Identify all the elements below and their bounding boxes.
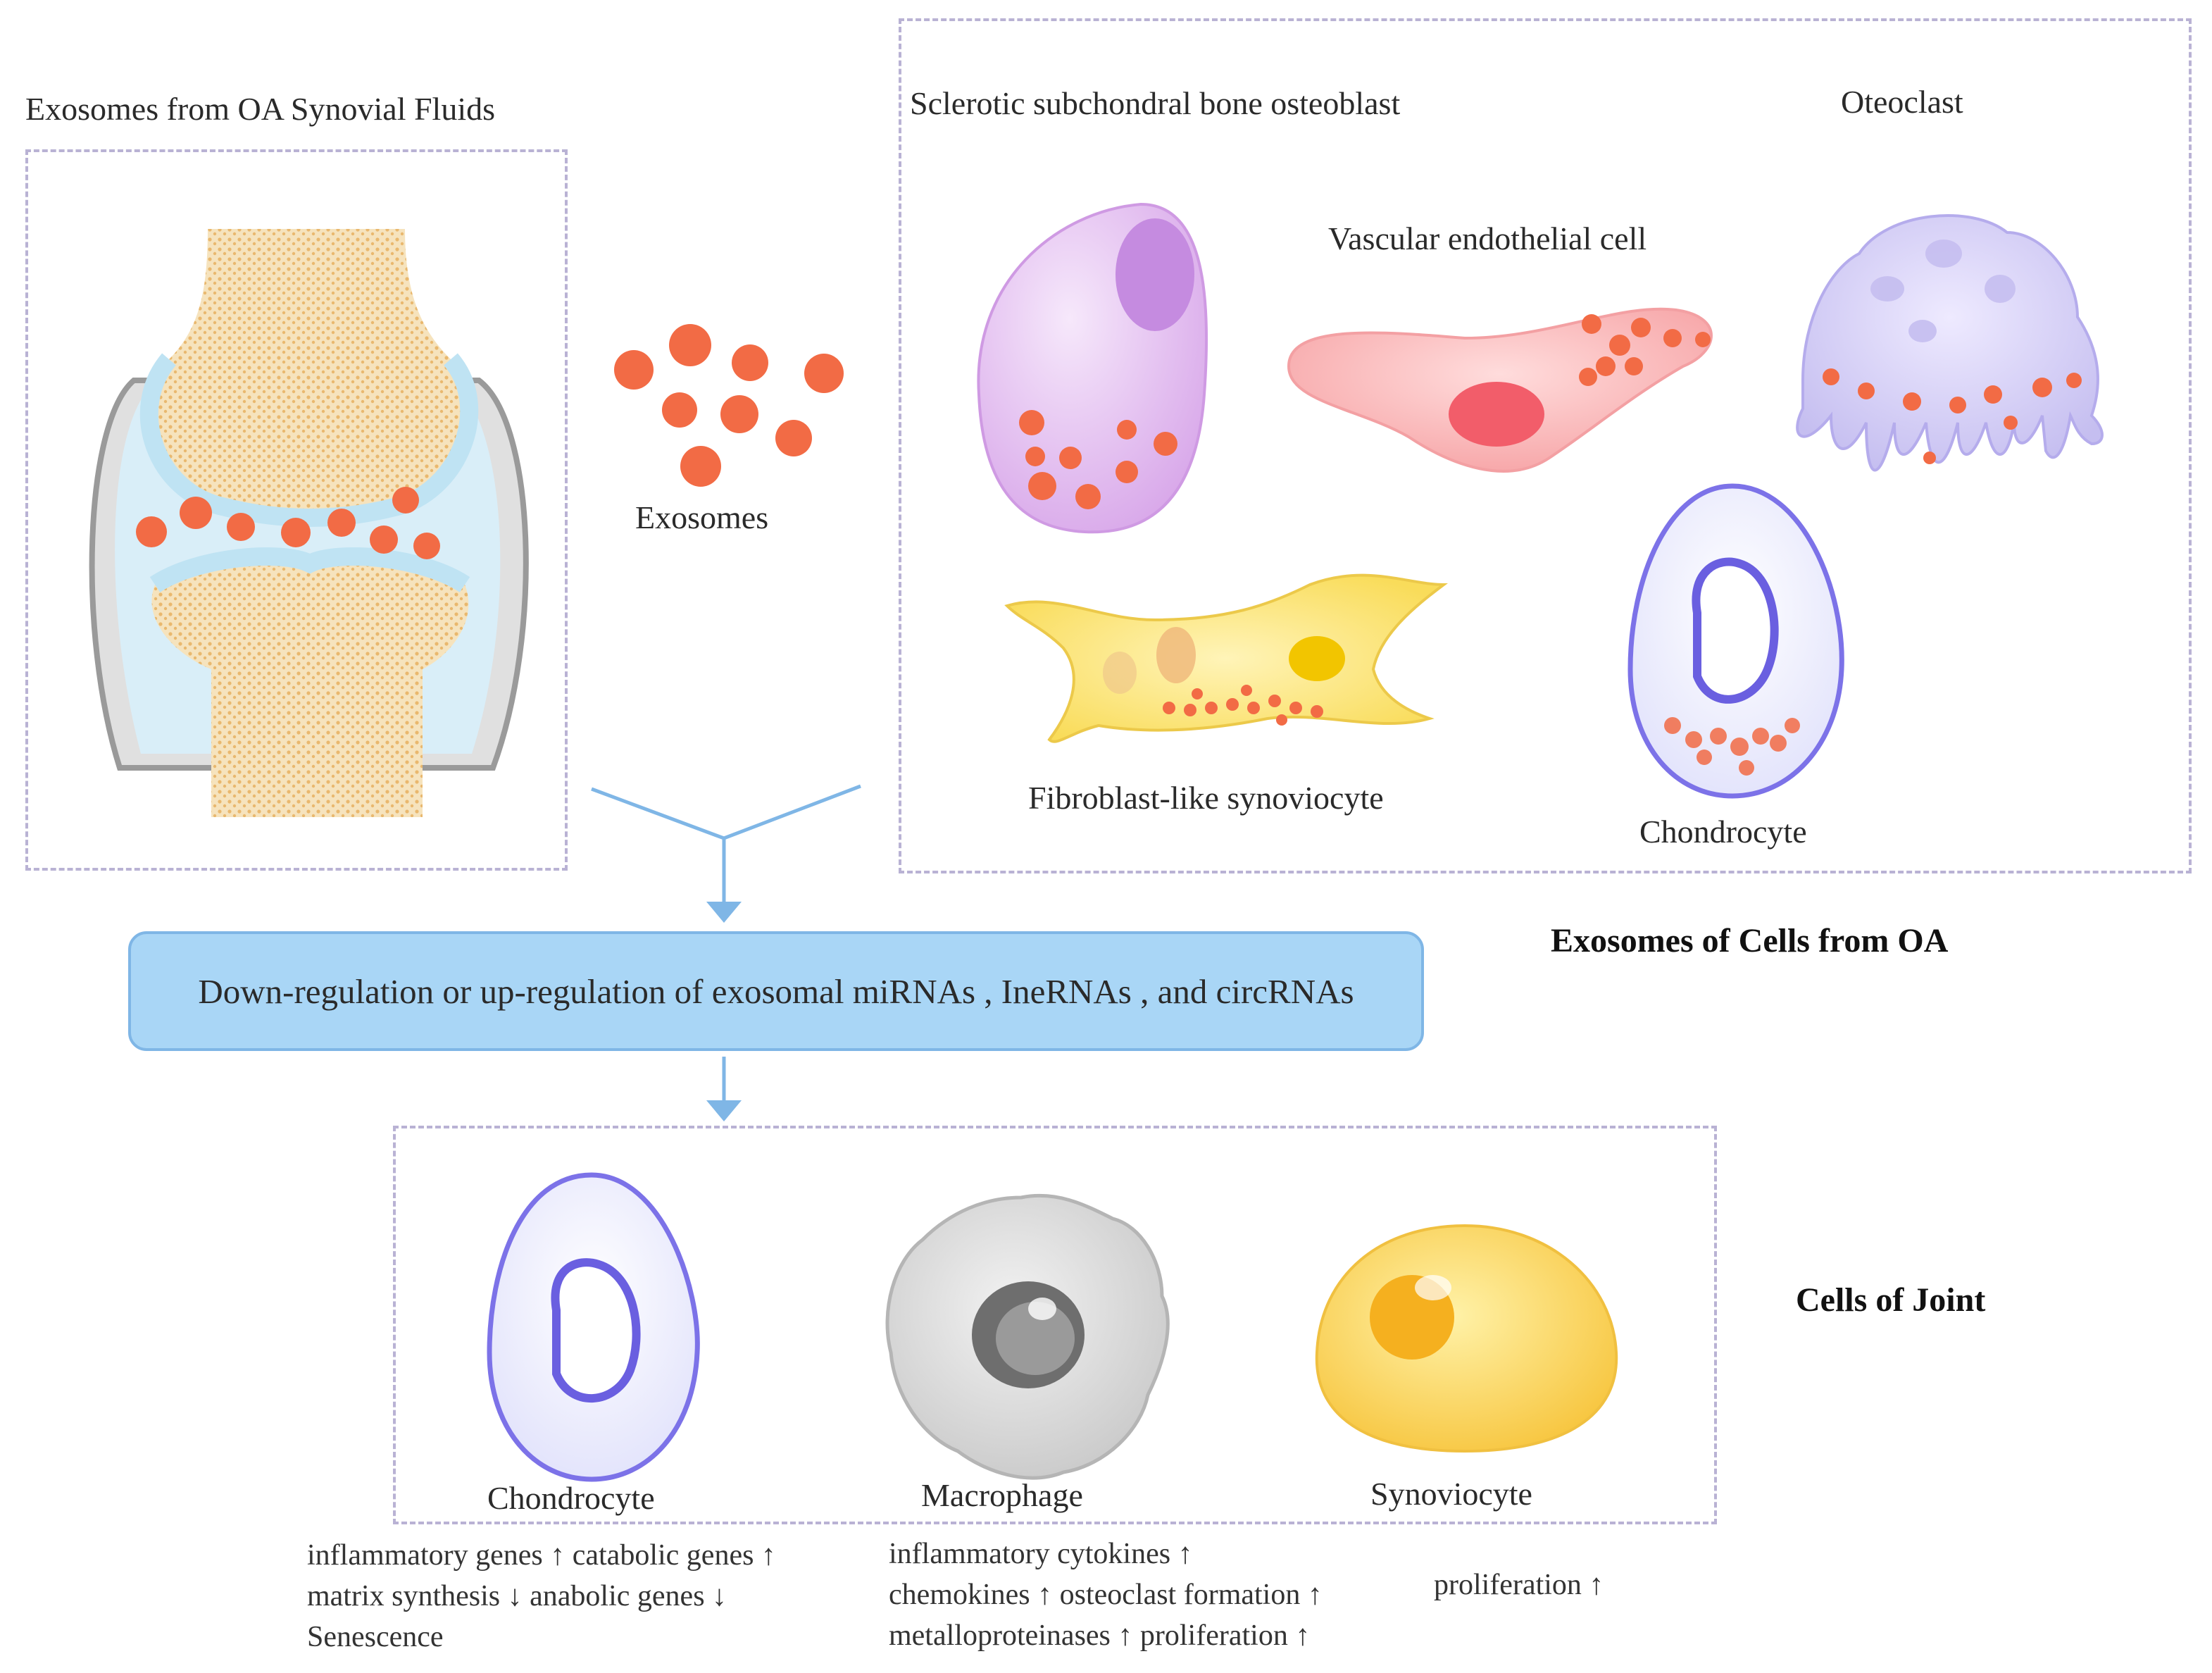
endothelial-label: Vascular endothelial cell: [1328, 220, 1647, 256]
merge-arrow: [591, 784, 861, 909]
synovial-fluid-panel: [25, 149, 568, 871]
chondrocyte-cell-bottom: [487, 1172, 700, 1482]
macrophage-effect-1: inflammatory cytokines ↑: [889, 1538, 1193, 1570]
oa-cells-section-label: Exosomes of Cells from OA: [1551, 922, 1949, 959]
endothelial-cell: [1287, 307, 1713, 473]
fibroblast-cell: [1004, 573, 1448, 743]
chondrocyte-effect-3: Senescence: [307, 1621, 444, 1653]
oa-cells-panel: [899, 18, 2192, 873]
knee-joint-illustration: [89, 229, 529, 817]
macrophage-cell: [885, 1193, 1170, 1480]
fibroblast-label: Fibroblast-like synoviocyte: [1028, 780, 1384, 816]
osteoclast-cell: [1796, 214, 2104, 472]
chondrocyte-label-top: Chondrocyte: [1639, 814, 1807, 850]
free-exosomes: [614, 324, 844, 487]
chondrocyte-effect-2: matrix synthesis ↓ anabolic genes ↓: [307, 1580, 727, 1612]
synoviocyte-label: Synoviocyte: [1370, 1476, 1532, 1512]
chondrocyte-label-bottom: Chondrocyte: [487, 1480, 655, 1516]
chondrocyte-effect-1: inflammatory genes ↑ catabolic genes ↑: [307, 1539, 776, 1572]
osteoblast-label: Sclerotic subchondral bone osteoblast: [910, 85, 1401, 121]
macrophage-effect-3: metalloproteinases ↑ proliferation ↑: [889, 1619, 1311, 1652]
synovial-fluid-title: Exosomes from OA Synovial Fluids: [25, 91, 496, 127]
joint-cells-section-label: Cells of Joint: [1796, 1281, 1986, 1319]
chondrocyte-cell-top: [1627, 483, 1844, 799]
arrow-head-down: [706, 902, 742, 923]
joint-cells-panel: [393, 1126, 1717, 1524]
arrow-head-lower: [706, 1100, 742, 1121]
osteoblast-cell: [977, 202, 1208, 534]
regulation-box: Down-regulation or up-regulation of exos…: [128, 931, 1424, 1051]
synoviocyte-effect-1: proliferation ↑: [1434, 1569, 1604, 1601]
exosomes-label: Exosomes: [635, 499, 769, 535]
joint-exosomes: [136, 487, 440, 559]
macrophage-label: Macrophage: [921, 1477, 1083, 1513]
synoviocyte-cell: [1315, 1224, 1618, 1453]
osteoclast-label: Oteoclast: [1841, 84, 1963, 120]
macrophage-effect-2: chemokines ↑ osteoclast formation ↑: [889, 1579, 1323, 1611]
